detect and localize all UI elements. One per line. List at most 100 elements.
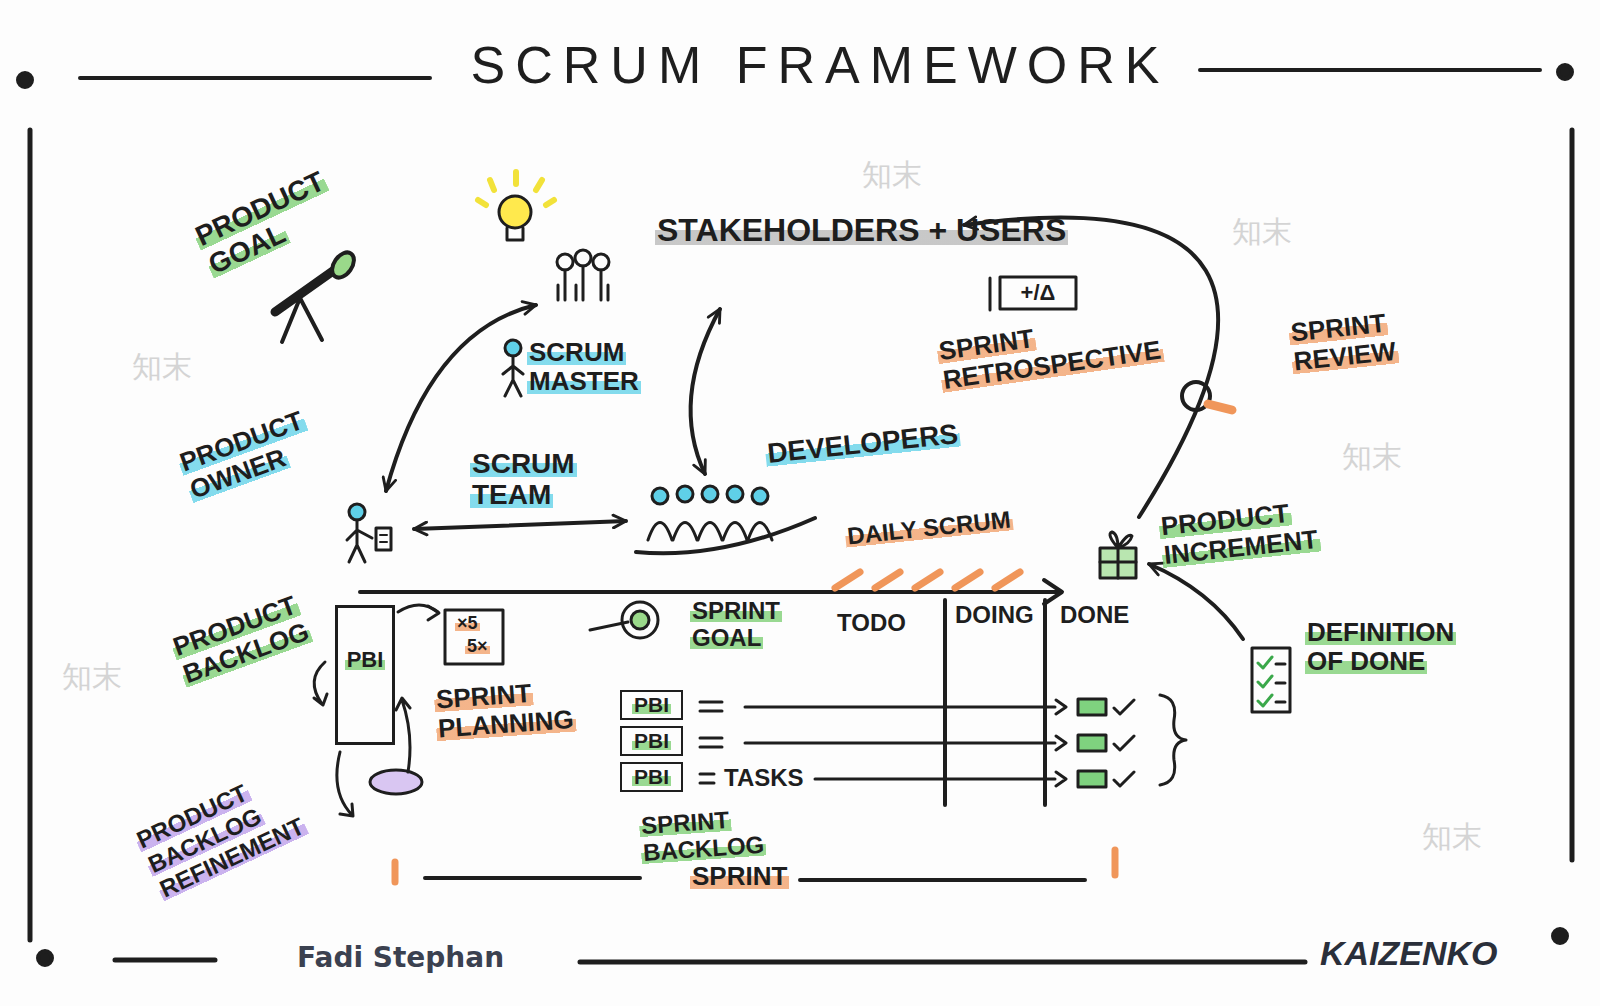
label: ×5 (455, 613, 480, 633)
frame (30, 130, 1572, 940)
item-label: PBI (632, 729, 671, 752)
label: SPRINT BACKLOG (638, 806, 767, 866)
text-block: PBI (632, 693, 671, 717)
developers-icon (648, 523, 772, 541)
increment-node: PRODUCT INCREMENT (1090, 520, 1145, 582)
text-block: SPRINT RETROSPECTIVE (935, 303, 1191, 395)
pbi-box: PBI (620, 762, 683, 792)
label: SCRUM TEAM (470, 448, 577, 510)
sprint-goal-target (590, 622, 628, 630)
watermark: 知末 (1420, 820, 1484, 853)
sprint-goal-target (631, 611, 649, 629)
telescope-icon (328, 248, 359, 281)
actor-label: STAKEHOLDERS + USERS (655, 212, 1068, 248)
scrum-master-icon (503, 340, 523, 396)
stakeholder-icon (558, 266, 608, 300)
text-block: TODO (835, 610, 908, 637)
label: SPRINT PLANNING (433, 678, 577, 744)
text-block: KAIZENKO (1318, 934, 1500, 972)
text-block: DEFINITION OF DONE (1305, 618, 1495, 676)
lightbulb-icon (478, 172, 554, 240)
label: +/Δ (1019, 280, 1058, 305)
stakeholder-icon (557, 254, 573, 270)
artifact-label: PRODUCT INCREMENT (1157, 498, 1321, 571)
text-block: SPRINT PLANNING (433, 674, 597, 743)
watermark: 知末 (1230, 215, 1294, 248)
done-notes (1078, 699, 1106, 715)
telescope-icon (275, 248, 358, 342)
stakeholder-node: STAKEHOLDERS + USERS (540, 205, 960, 305)
connector (414, 521, 626, 529)
text-block: SPRINT GOAL (690, 598, 800, 652)
label: DAILY SCRUM (844, 505, 1014, 549)
lightbulb-icon (499, 196, 531, 228)
text-block: PBI (632, 729, 671, 753)
watermark: 知末 (1340, 440, 1404, 473)
label: DONE (1058, 601, 1131, 628)
text-block: PBI (338, 648, 392, 673)
task-board (1056, 700, 1066, 786)
label: DOING (953, 601, 1036, 628)
text-block: PRODUCT INCREMENT (1158, 492, 1363, 571)
stakeholder-icon (557, 250, 609, 300)
developers-icon (752, 488, 768, 504)
text-block: STAKEHOLDERS + USERS (655, 213, 960, 249)
developers-icon (727, 486, 743, 502)
done-notes (1160, 695, 1186, 785)
text-block: SPRINT (690, 862, 789, 891)
text-block: DAILY SCRUM (844, 506, 1014, 550)
label: SPRINT REVIEW (1287, 308, 1399, 377)
product-owner-icon (376, 528, 391, 550)
scrum-master-icon (505, 340, 521, 356)
text-block: PBI (632, 765, 671, 789)
backlog-parts (314, 662, 327, 705)
label: 5× (465, 636, 490, 656)
frame (1553, 929, 1567, 943)
role-label: SCRUM MASTER (527, 337, 641, 396)
frame (1558, 65, 1572, 79)
stakeholder-icon (593, 254, 609, 270)
text-block: 知末 (60, 660, 124, 694)
text-block: SCRUM FRAMEWORK (440, 36, 1200, 94)
stakeholder-icon (575, 250, 591, 266)
item-label: PBI (632, 765, 671, 788)
text-block: SCRUM MASTER (527, 338, 657, 396)
developers-icon (702, 486, 718, 502)
connector (1149, 564, 1243, 639)
text-block: SPRINT REVIEW (1287, 305, 1422, 376)
increment-gift-icon (1100, 548, 1136, 578)
frame (18, 73, 32, 87)
frame (38, 951, 52, 965)
label: TODO (835, 609, 908, 636)
developers-node: DEVELOPERS (630, 478, 820, 556)
sprint-planning-icon (445, 610, 503, 664)
backlog-box: PRODUCT BACKLOGPBI (335, 605, 395, 745)
retrospective-icon (989, 278, 992, 310)
developers-icon (652, 488, 668, 504)
artifact-label: PRODUCT BACKLOG (167, 589, 314, 690)
done-notes (1078, 771, 1106, 787)
label: SPRINT (690, 861, 789, 891)
sprint-goal-target (590, 602, 658, 638)
increment-gift-icon (1100, 548, 1136, 578)
text-block: 知末 (1420, 820, 1484, 854)
label: PRODUCT GOAL (189, 164, 331, 281)
scrum-master-icon (503, 356, 523, 396)
label: TASKS (722, 764, 806, 791)
text-block: +/Δ (1000, 281, 1076, 306)
label: PRODUCT BACKLOG REFINEMENT (131, 778, 310, 903)
product-owner-icon (349, 504, 365, 520)
text-block: PRODUCT BACKLOG (168, 584, 329, 690)
text-block: Fadi Stephan (295, 942, 506, 973)
scrum-master-node: SCRUM MASTER (495, 338, 657, 396)
pbi-box: PBI (620, 690, 683, 720)
done-notes (1078, 735, 1106, 751)
watermark: 知末 (60, 660, 124, 693)
backlog-parts (396, 698, 410, 772)
text-block: 知末 (130, 350, 194, 384)
frame (115, 960, 1305, 962)
sprint-planning-icon (398, 605, 503, 664)
label: SPRINT GOAL (690, 597, 782, 651)
